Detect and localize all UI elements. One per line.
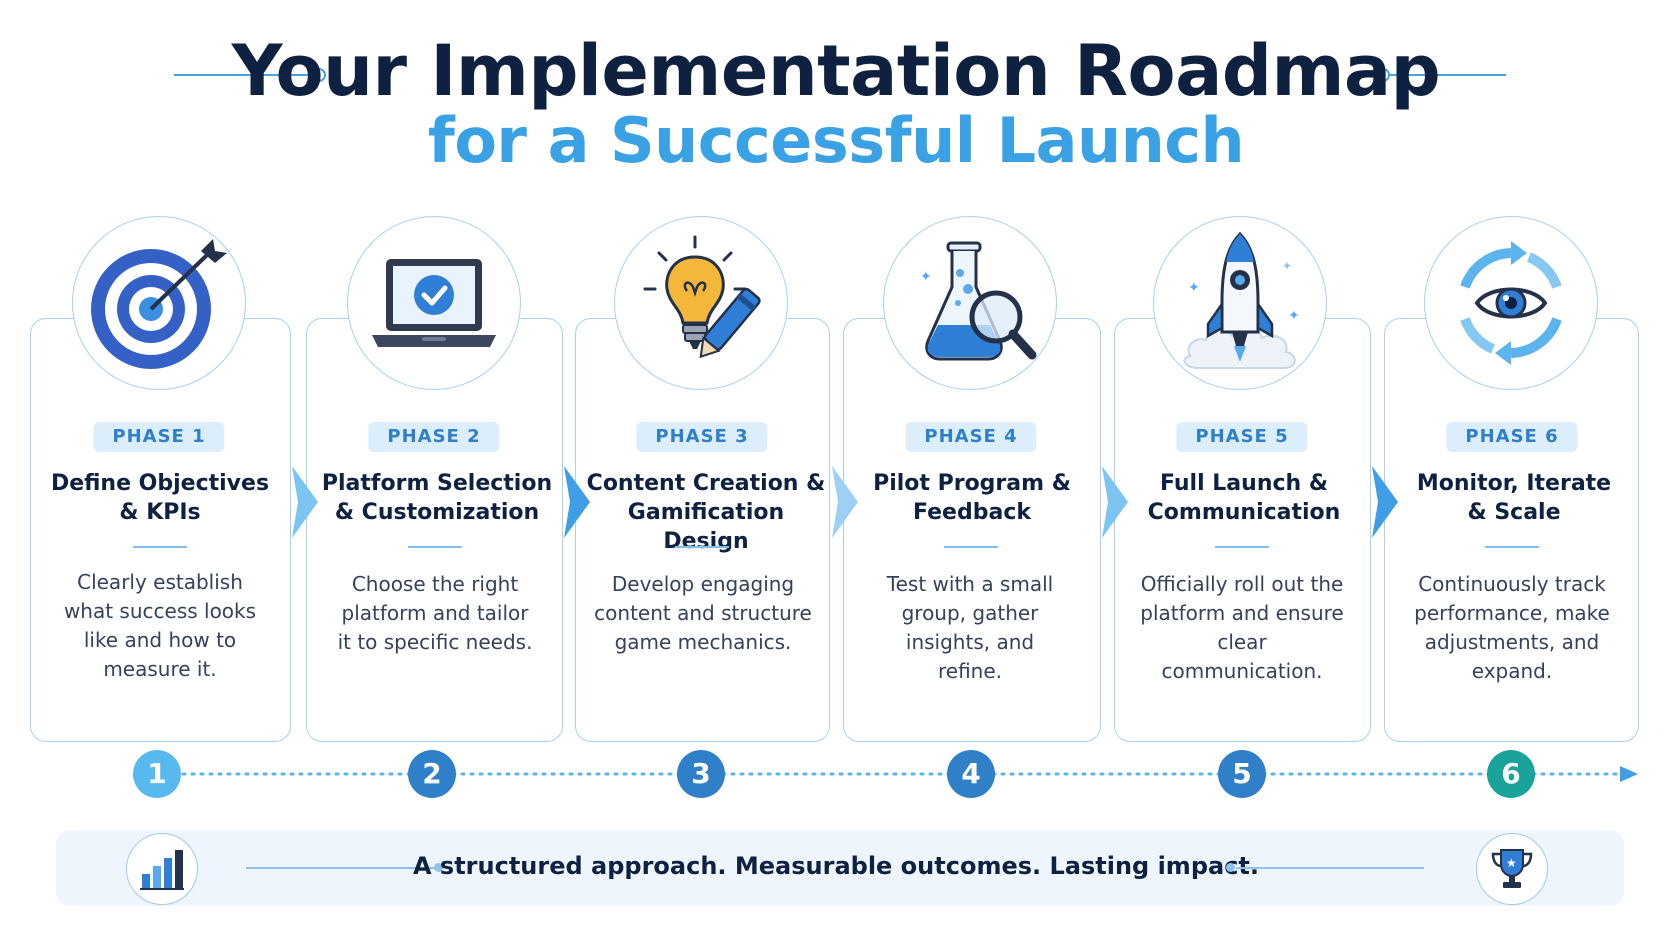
bar-chart-icon [140,850,184,890]
chevron-right-icon [564,466,590,538]
footer-left-icon-circle [126,833,198,905]
chevron-right-icon [832,466,858,538]
page-title: Your Implementation Roadmap [231,30,1441,112]
timeline-arrow-icon [1620,766,1638,782]
step-number-6: 6 [1487,750,1535,798]
phase-badge-2: PHASE 2 [368,422,500,452]
phase-title-2: Platform Selection & Customization [321,471,553,525]
svg-text:✦: ✦ [920,269,932,285]
title-divider [1215,546,1269,548]
phase-title-5: Full Launch & Communication [1147,471,1341,525]
chevron-right-icon [1372,466,1398,538]
svg-text:★: ★ [1506,856,1517,870]
title-divider [408,546,462,548]
page-subtitle: for a Successful Launch [427,104,1245,177]
title-decoration-left-line [174,74,316,76]
footer-left-line [246,867,436,869]
step-number-5: 5 [1218,750,1266,798]
timeline-dotted-line [156,772,1620,776]
title-divider [944,546,998,548]
step-number-4: 4 [947,750,995,798]
title-divider [675,546,729,548]
footer-tagline: A structured approach. Measurable outcom… [412,852,1260,880]
footer-right-dot [1226,863,1235,872]
svg-text:✦: ✦ [1282,259,1292,273]
phase-badge-1: PHASE 1 [93,422,225,452]
chevron-right-icon [1102,466,1128,538]
phase-title-1: Define Objectives & KPIs [50,471,270,525]
rocket-icon: ✦ ✦ ✦ [1183,231,1300,369]
svg-text:✦: ✦ [1188,280,1200,296]
phase-3-icon-circle [614,216,788,390]
title-divider [1485,546,1539,548]
phase-title-4: Pilot Program & Feedback [873,471,1071,525]
step-number-1: 1 [133,750,181,798]
phase-description-6: Continuously track performance, make adj… [1414,572,1610,683]
target-icon [91,239,227,369]
footer-left-dot [434,863,443,872]
svg-text:✦: ✦ [1288,308,1300,324]
step-number-3: 3 [677,750,725,798]
phase-2-icon-circle [347,216,521,390]
footer-right-icon-circle: ★ [1476,833,1548,905]
phase-4-icon-circle: ✦ [883,216,1057,390]
title-decoration-right-line [1388,74,1506,76]
footer-right-line [1236,867,1424,869]
phase-badge-6: PHASE 6 [1446,422,1578,452]
phase-description-3: Develop engaging content and structure g… [594,572,812,654]
phase-title-3: Content Creation & Gamification Design [586,471,826,554]
phase-title-6: Monitor, Iterate & Scale [1416,471,1612,525]
phase-description-1: Clearly establish what success looks lik… [63,570,257,681]
title-divider [133,546,187,548]
phase-badge-5: PHASE 5 [1176,422,1308,452]
phase-badge-4: PHASE 4 [905,422,1037,452]
chevron-right-icon [292,466,318,538]
title-decoration-left-dot [312,68,326,82]
trophy-icon: ★ [1491,849,1533,888]
phase-description-5: Officially roll out the platform and ens… [1140,572,1344,683]
lightbulb-pen-icon [643,235,761,359]
phase-description-2: Choose the right platform and tailor it … [337,572,533,654]
phase-6-icon-circle [1424,216,1598,390]
phase-5-icon-circle: ✦ ✦ ✦ [1153,216,1327,390]
step-number-2: 2 [408,750,456,798]
phase-1-icon-circle [72,216,246,390]
laptop-check-icon [372,259,496,347]
phase-badge-3: PHASE 3 [636,422,768,452]
flask-magnifier-icon: ✦ [920,241,1037,361]
eye-cycle-icon [1460,241,1562,365]
phase-description-4: Test with a small group, gather insights… [886,572,1054,683]
